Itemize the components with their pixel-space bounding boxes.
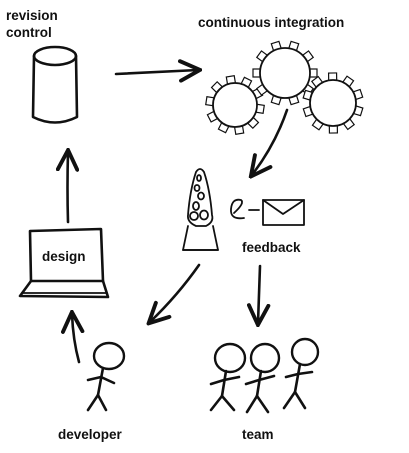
gear-body [309, 79, 357, 127]
team-member-2 [244, 342, 281, 414]
gear-body [212, 82, 258, 128]
gear-2 [252, 40, 318, 106]
arrow-ci-to-feedback [252, 108, 289, 175]
team-figures-icon [209, 337, 320, 414]
revision-control-label-line2: control [6, 25, 52, 40]
arrow-design-to-vcs [68, 152, 69, 224]
developer-label: developer [58, 427, 123, 442]
arrow-developer-to-design [72, 314, 79, 364]
email-envelope-icon [230, 198, 305, 226]
team-member-1 [209, 342, 247, 412]
laptop-icon [18, 227, 110, 299]
gear-3 [302, 72, 364, 134]
team-member-3 [282, 337, 320, 410]
arrow-feedback-to-team [258, 264, 260, 323]
design-label: design [42, 249, 86, 264]
arrow-vcs-to-ci [114, 70, 198, 74]
developer-figure-icon [86, 341, 126, 412]
arrow-feedback-to-developer [150, 263, 201, 322]
feedback-label: feedback [242, 240, 301, 255]
gear-body [259, 47, 311, 99]
team-label: team [242, 427, 274, 442]
revision-control-label-line1: revision [6, 8, 58, 23]
lava-lamp-icon [182, 168, 219, 251]
continuous-integration-label: continuous integration [198, 15, 344, 30]
database-cylinder-icon [31, 45, 79, 124]
gear-1 [205, 75, 265, 135]
gears-icon [205, 40, 364, 135]
